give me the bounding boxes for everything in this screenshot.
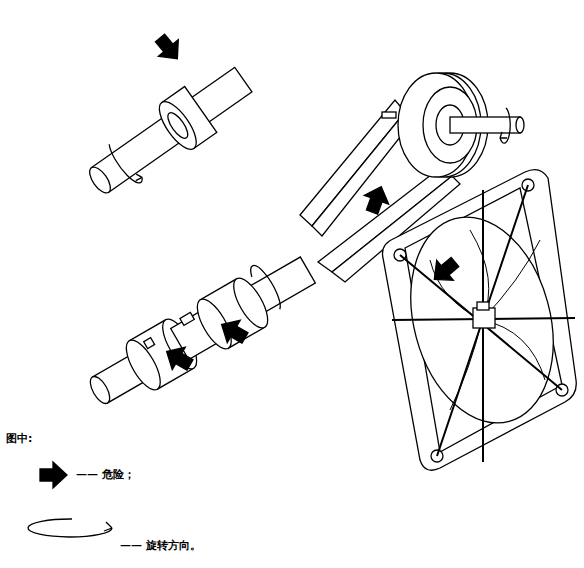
legend-text: —— 危险； xyxy=(76,468,135,481)
danger-arrow-sample xyxy=(40,462,67,488)
note-label: 图中: xyxy=(6,432,32,445)
shaft-coupling xyxy=(78,243,322,418)
legend-text: —— 旋转方向。 xyxy=(120,539,201,552)
shaft-collar xyxy=(78,57,259,207)
rotation-sample xyxy=(28,519,112,537)
fan-guard xyxy=(383,170,577,471)
